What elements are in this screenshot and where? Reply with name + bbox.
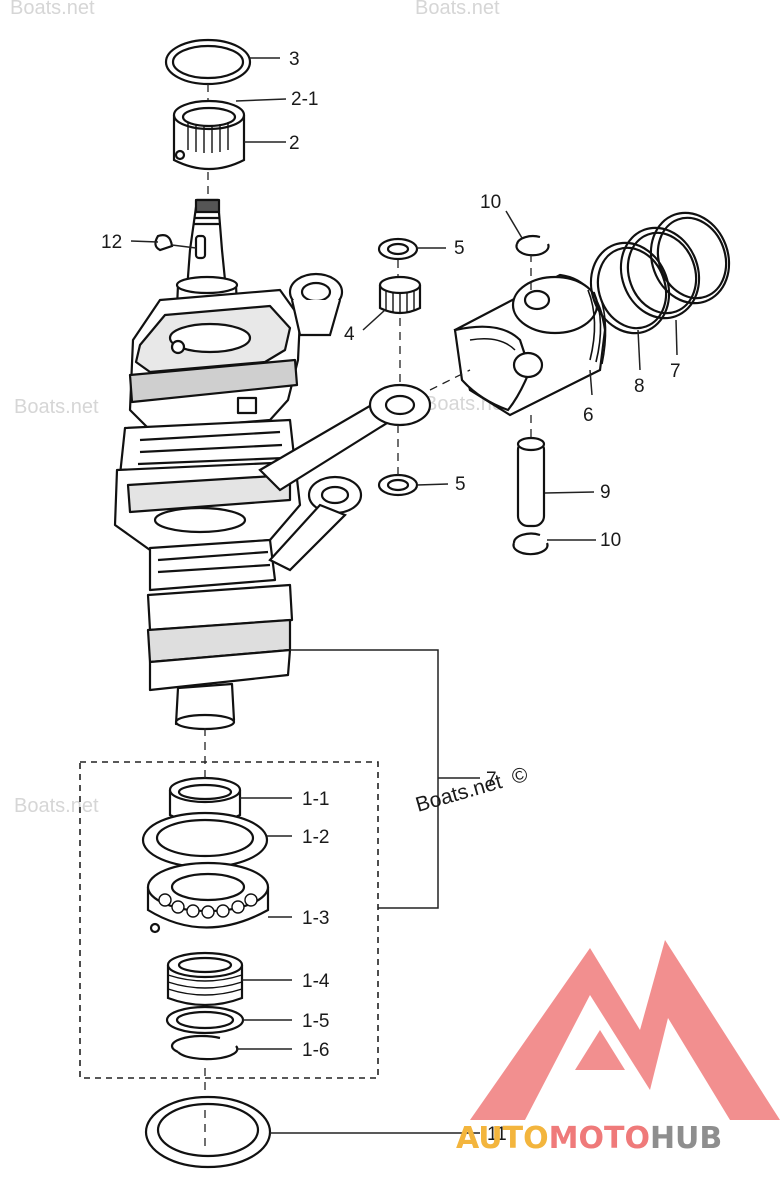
callout-7-ring: 7 [670, 361, 681, 382]
kit-boundary-box [79, 761, 379, 1079]
callout-10-top: 10 [480, 192, 501, 213]
watermark-rotated-copyright: © [509, 763, 531, 790]
callout-4: 4 [344, 324, 355, 345]
brand-part-auto: AUTO [456, 1121, 549, 1156]
leader-lines [130, 57, 678, 1134]
automotohub-logo: AUTOMOTOHUB [456, 940, 780, 1156]
callout-11: 11 [487, 1124, 507, 1145]
lower-bearing-parts [141, 776, 272, 1169]
callout-labels: 3 2-1 2 12 10 5 4 6 7 8 5 9 10 7 1-1 1-2… [101, 49, 681, 1145]
small-end-parts [377, 237, 422, 497]
callout-9: 9 [600, 482, 611, 503]
watermark-low-left: Boats.net [14, 795, 99, 817]
connecting-rods-drawing [258, 272, 432, 572]
callout-10-bottom: 10 [600, 530, 621, 551]
callout-8: 8 [634, 376, 645, 397]
callout-2: 2 [289, 133, 300, 154]
callout-1-5: 1-5 [302, 1011, 329, 1032]
callout-1-1: 1-1 [302, 789, 329, 810]
watermark-rotated-site: Boats.net [413, 770, 505, 817]
watermark-top-left: Boats.net [10, 0, 95, 19]
callout-7-assembly: 7 [486, 769, 497, 790]
watermark-rotated: Boats.net © [413, 763, 531, 817]
logo-triangle-icon [470, 940, 780, 1120]
top-bearing-parts [154, 38, 252, 252]
axis-lines [204, 84, 532, 1150]
callout-5-top: 5 [454, 238, 465, 259]
brand-part-hub: HUB [650, 1121, 722, 1156]
callout-1-4: 1-4 [302, 971, 330, 992]
crankshaft-drawing [113, 198, 302, 731]
piston-parts [453, 211, 731, 556]
watermark-mid-left: Boats.net [14, 396, 99, 418]
watermark-top-center: Boats.net [415, 0, 500, 19]
callout-2-1: 2-1 [291, 89, 318, 110]
callout-3: 3 [289, 49, 300, 70]
brand-wordmark: AUTOMOTOHUB [456, 1121, 722, 1156]
callout-6: 6 [583, 405, 594, 426]
callout-5-bottom: 5 [455, 474, 466, 495]
callout-1-6: 1-6 [302, 1040, 329, 1061]
callout-12: 12 [101, 232, 122, 253]
callout-1-3: 1-3 [302, 908, 329, 929]
brand-part-moto: MOTO [549, 1121, 650, 1156]
callout-1-2: 1-2 [302, 827, 329, 848]
